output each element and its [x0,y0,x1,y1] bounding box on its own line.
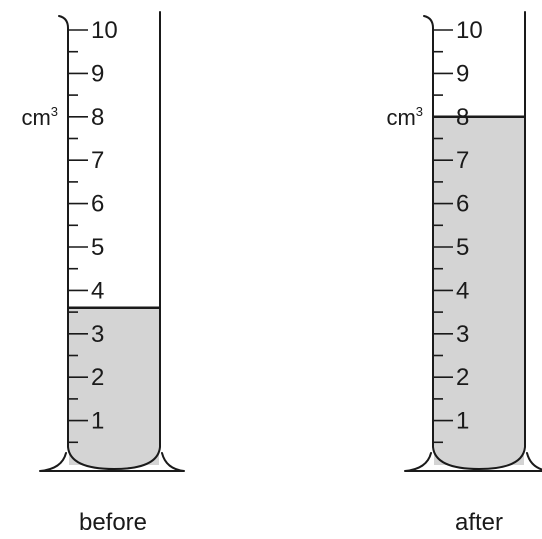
scale-labels-after: 1 2 3 4 5 6 7 8 9 10 [456,17,483,435]
unit-label-before: cm3 [21,104,58,130]
scale-label: 1 [456,408,469,435]
scale-label: 7 [91,147,104,174]
scale-label: 9 [456,60,469,87]
scale-labels-before: 1 2 3 4 5 6 7 8 9 10 [91,17,118,435]
scale-label: 2 [456,364,469,391]
scale-ticks-before [68,29,88,444]
scale-ticks-after [433,29,453,444]
scale-label: 3 [91,321,104,348]
scale-label: 8 [456,104,469,131]
scale-label: 4 [91,277,104,304]
cylinder-before: 1 2 3 4 5 6 7 8 9 10 cm3 before [21,11,185,536]
liquid-base-after [434,449,524,469]
caption-before: before [79,509,147,534]
scale-label: 10 [91,17,118,44]
scale-label: 8 [91,104,104,131]
unit-label-after: cm3 [386,104,423,130]
scale-label: 10 [456,17,483,44]
scale-label: 6 [456,191,469,218]
cylinder-outline-after [404,11,542,472]
scale-label: 1 [91,408,104,435]
scale-label: 3 [456,321,469,348]
scale-label: 9 [91,60,104,87]
scale-label: 7 [456,147,469,174]
liquid-base-before [69,449,159,469]
scale-label: 4 [456,277,469,304]
scale-label: 5 [456,234,469,261]
liquid-before [69,307,159,465]
cylinder-outline-before [39,11,185,472]
caption-after: after [455,509,503,534]
scale-label: 2 [91,364,104,391]
scale-label: 6 [91,191,104,218]
scale-label: 5 [91,234,104,261]
cylinder-after: 1 2 3 4 5 6 7 8 9 10 cm3 after [386,11,542,536]
